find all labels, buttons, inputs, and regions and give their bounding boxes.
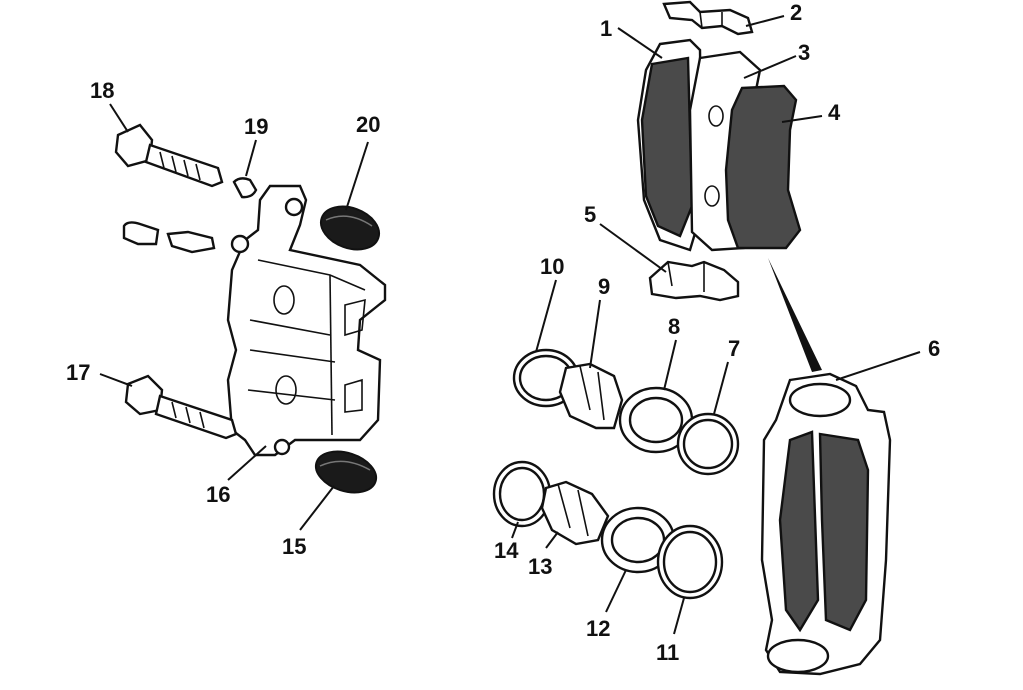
- callout-10: 10: [540, 254, 564, 279]
- guide-bolt-lower: [124, 374, 238, 440]
- pad-spring-clip: [662, 0, 754, 36]
- callout-2: 2: [790, 0, 802, 25]
- callout-1: 1: [600, 16, 612, 41]
- dust-boot-lower: [314, 450, 378, 494]
- seal-ring-14: [492, 460, 552, 528]
- leader-lines: [99, 15, 921, 635]
- piston-seal-12: [600, 506, 676, 574]
- callout-4: 4: [828, 100, 841, 125]
- brake-pad-outer: [724, 84, 802, 250]
- callout-13: 13: [528, 554, 552, 579]
- retainer-ring-7: [676, 412, 740, 476]
- piston-9: [558, 362, 624, 430]
- callout-17: 17: [66, 360, 90, 385]
- callout-7: 7: [728, 336, 740, 361]
- callout-9: 9: [598, 274, 610, 299]
- callout-18: 18: [90, 78, 114, 103]
- callout-19: 19: [244, 114, 268, 139]
- retainer-ring-11: [656, 524, 724, 600]
- callout-16: 16: [206, 482, 230, 507]
- callout-8: 8: [668, 314, 680, 339]
- bleed-cap: [232, 177, 258, 199]
- guide-bolt-upper: [114, 123, 224, 188]
- callout-20: 20: [356, 112, 380, 137]
- assembled-caliper: [760, 372, 892, 676]
- callout-15: 15: [282, 534, 306, 559]
- callout-labels: 1 2 3 4 5 6 7 8 9 10 11 12 13 14 15 16 1…: [66, 0, 940, 665]
- callout-3: 3: [798, 40, 810, 65]
- bleed-screw: [122, 221, 216, 254]
- dust-boot-upper: [319, 205, 381, 251]
- caliper-housing: [226, 184, 387, 457]
- piston-13: [540, 480, 610, 546]
- piston-seal-8: [618, 386, 694, 454]
- assembly-arrow: [768, 258, 822, 372]
- brake-pad-inner: [636, 38, 704, 252]
- callout-11: 11: [656, 640, 679, 665]
- callout-14: 14: [494, 538, 519, 563]
- callout-12: 12: [586, 616, 610, 641]
- callout-5: 5: [584, 202, 596, 227]
- anti-rattle-clip: [648, 260, 740, 302]
- callout-6: 6: [928, 336, 940, 361]
